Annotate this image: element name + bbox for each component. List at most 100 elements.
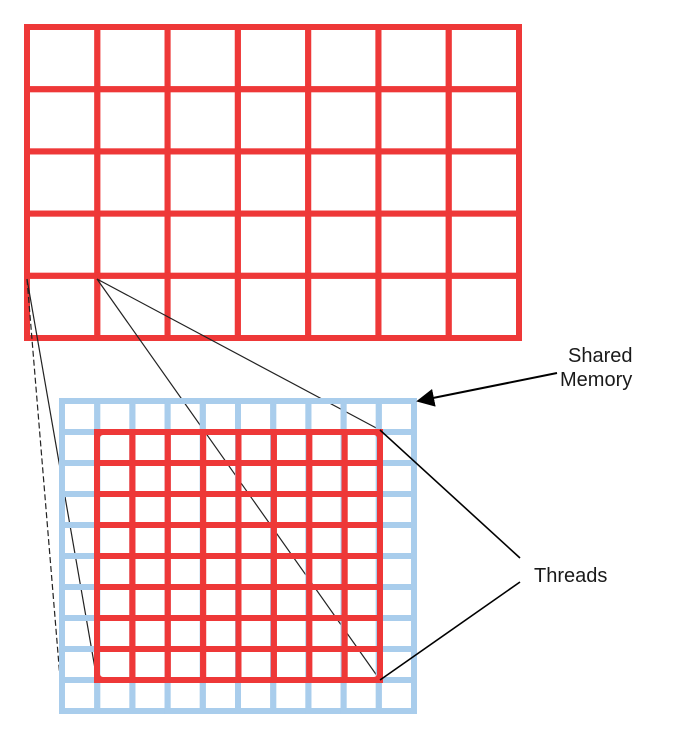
thread-grid-cell — [270, 615, 313, 652]
shared-memory-grid-cell — [199, 398, 242, 435]
block-grid-cell — [24, 148, 101, 217]
block-grid-cell — [305, 210, 382, 279]
thread-grid-cell — [200, 553, 242, 590]
shared-memory-grid-cell — [270, 615, 312, 652]
block-grid-cell — [445, 24, 523, 93]
block-grid-cell — [234, 272, 312, 341]
shared-memory-grid-cell — [94, 522, 136, 559]
block-grid-cell — [94, 24, 171, 93]
shared-memory-grid-cell — [375, 429, 417, 466]
block-grid-cell — [375, 210, 452, 279]
shared-memory-grid-cell — [235, 584, 277, 621]
shared-memory-grid-cell — [305, 553, 347, 590]
shared-memory-grid-cell — [94, 646, 136, 683]
shared-memory-annotation: Shared Memory — [416, 345, 633, 407]
thread-grid-cell — [94, 491, 136, 528]
shared-memory-grid-cell — [129, 398, 171, 435]
thread-grid-cell — [129, 615, 171, 652]
shared-memory-grid-cell — [199, 615, 242, 652]
shared-memory-grid-cell — [340, 677, 382, 714]
shared-memory-grid-cell — [340, 553, 382, 590]
shared-memory-grid-cell — [199, 460, 242, 497]
shared-memory-grid-cell — [129, 522, 171, 559]
shared-memory-grid-cell — [164, 615, 206, 652]
thread-grid-cell — [235, 522, 277, 559]
thread-grid-cell — [94, 584, 136, 621]
thread-grid-cell — [341, 460, 383, 497]
shared-memory-grid-cell — [270, 584, 312, 621]
shared-memory-grid-cell — [164, 677, 206, 714]
shared-memory-grid-cell — [164, 553, 206, 590]
thread-grid-cell — [235, 491, 277, 528]
thread-grid-cell — [341, 491, 383, 528]
thread-grid-cell — [270, 584, 313, 621]
shared-memory-grid-cell — [340, 522, 382, 559]
shared-memory-grid-cell — [199, 646, 242, 683]
shared-memory-grid-cell — [270, 646, 312, 683]
block-grid-cell — [94, 210, 171, 279]
shared-memory-grid-cell — [129, 491, 171, 528]
thread-grid-cell — [129, 522, 171, 559]
shared-memory-grid-cell — [235, 615, 277, 652]
thread-grid-cell — [129, 460, 171, 497]
shared-memory-grid-cell — [94, 429, 136, 466]
block-grid-cell — [164, 272, 241, 341]
shared-memory-grid-cell — [305, 646, 347, 683]
block-grid-cell — [94, 148, 171, 217]
block-grid-cell — [234, 210, 312, 279]
block-grid-cell — [24, 210, 101, 279]
shared-memory-grid-cell — [94, 460, 136, 497]
block-grid-cell — [305, 24, 382, 93]
shared-memory-grid-cell — [164, 429, 206, 466]
shared-memory-grid-cell — [235, 429, 277, 466]
thread-grid-cell — [270, 646, 313, 683]
block-grid-cell — [164, 148, 241, 217]
shared-memory-grid-cell — [270, 398, 312, 435]
block-grid-cell — [445, 272, 523, 341]
shared-memory-grid-cell — [375, 522, 417, 559]
thread-grid-cell — [235, 646, 277, 683]
block-grid-cell — [445, 86, 523, 155]
block-grid-cell — [375, 86, 452, 155]
block-grid-cell — [375, 24, 452, 93]
block-grid-cell — [24, 86, 101, 155]
shared-memory-grid-cell — [235, 522, 277, 559]
shared-memory-grid-cell — [59, 429, 101, 466]
shared-memory-grid-cell — [340, 615, 382, 652]
shared-memory-grid-cell — [235, 398, 277, 435]
shared-memory-grid-cell — [375, 491, 417, 528]
thread-grid-cell — [129, 491, 171, 528]
shared-memory-grid-cell — [305, 429, 347, 466]
thread-grid-cell — [94, 615, 136, 652]
thread-grid-cell — [235, 584, 277, 621]
threads-pointer-lower — [379, 581, 521, 681]
block-grid-cell — [94, 86, 171, 155]
thread-grid-cell — [270, 460, 313, 497]
thread-grid-cell — [164, 491, 207, 528]
shared-memory-grid-cell — [164, 522, 206, 559]
shared-memory-grid-cell — [199, 553, 242, 590]
thread-grid-cell — [200, 522, 242, 559]
shared-memory-grid-cell — [199, 522, 242, 559]
threads-annotation: Threads — [379, 429, 607, 681]
shared-memory-grid-cell — [305, 522, 347, 559]
shared-memory-grid-cell — [59, 615, 101, 652]
thread-grid-cell — [164, 584, 207, 621]
thread-grid-cell — [270, 522, 313, 559]
thread-grid-cell — [200, 491, 242, 528]
shared-memory-grid-cell — [235, 460, 277, 497]
shared-memory-grid-cell — [340, 398, 382, 435]
shared-memory-grid-cell — [199, 584, 242, 621]
thread-grid-cell — [200, 646, 242, 683]
shared-memory-grid-cell — [199, 677, 242, 714]
block-grid-cell — [375, 148, 452, 217]
thread-grid-cell — [306, 522, 348, 559]
thread-grid-cell — [164, 553, 207, 590]
shared-memory-grid-cell — [59, 584, 101, 621]
shared-memory-grid-cell — [375, 460, 417, 497]
shared-memory-grid-cell — [305, 677, 347, 714]
shared-memory-grid-cell — [235, 677, 277, 714]
thread-grid-cell — [306, 553, 348, 590]
zoom-line-outer-left — [26, 278, 63, 703]
